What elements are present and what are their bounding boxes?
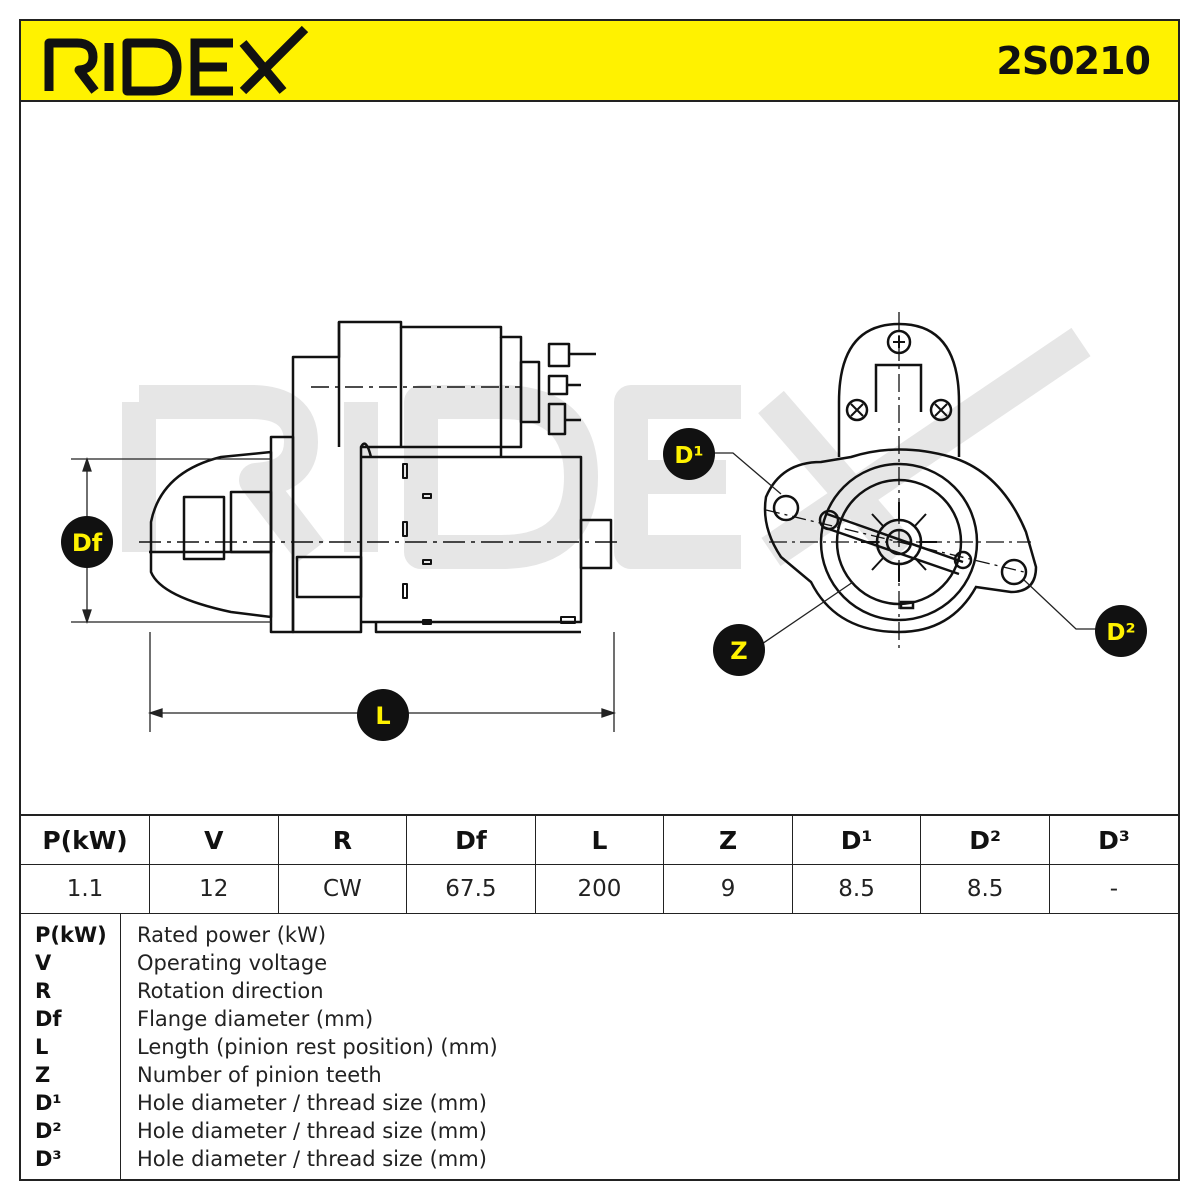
legend-key: P(kW) bbox=[35, 923, 107, 947]
legend-desc: Rotation direction bbox=[137, 979, 324, 1003]
legend-key: L bbox=[35, 1035, 49, 1059]
spec-header-cell: D² bbox=[920, 814, 1050, 865]
legend-desc: Rated power (kW) bbox=[137, 923, 327, 947]
spec-header-cell: P(kW) bbox=[21, 814, 151, 865]
legend-row: R Rotation direction bbox=[21, 979, 1178, 1007]
spec-value-row: 1.1 12 CW 67.5 200 9 8.5 8.5 - bbox=[21, 864, 1178, 914]
legend-row: Z Number of pinion teeth bbox=[21, 1063, 1178, 1091]
legend-desc: Number of pinion teeth bbox=[137, 1063, 382, 1087]
spec-value-cell: 200 bbox=[534, 864, 665, 914]
legend-key: V bbox=[35, 951, 52, 975]
legend-row: L Length (pinion rest position) (mm) bbox=[21, 1035, 1178, 1063]
datasheet: 2S0210 bbox=[19, 19, 1180, 1181]
legend-desc: Hole diameter / thread size (mm) bbox=[137, 1119, 487, 1143]
legend-desc: Operating voltage bbox=[137, 951, 328, 975]
spec-table: P(kW) V R Df L Z D¹ D² D³ 1.1 12 CW 67.5… bbox=[21, 814, 1178, 914]
legend-key: D¹ bbox=[35, 1091, 62, 1115]
legend-key: R bbox=[35, 979, 52, 1003]
spec-value-cell: 12 bbox=[149, 864, 279, 914]
legend-key: Z bbox=[35, 1063, 51, 1087]
legend-desc: Length (pinion rest position) (mm) bbox=[137, 1035, 498, 1059]
legend-row: P(kW) Rated power (kW) bbox=[21, 923, 1178, 951]
spec-header-cell: V bbox=[149, 814, 279, 865]
ridex-logo bbox=[44, 25, 309, 96]
spec-header-cell: Df bbox=[406, 814, 536, 865]
spec-header-cell: Z bbox=[663, 814, 793, 865]
legend-row: Df Flange diameter (mm) bbox=[21, 1007, 1178, 1035]
legend-row: D² Hole diameter / thread size (mm) bbox=[21, 1119, 1178, 1147]
legend-row: D¹ Hole diameter / thread size (mm) bbox=[21, 1091, 1178, 1119]
spec-value-cell: 67.5 bbox=[406, 864, 536, 914]
legend-row: D³ Hole diameter / thread size (mm) bbox=[21, 1147, 1178, 1175]
spec-header-cell: R bbox=[277, 814, 408, 865]
legend-desc: Hole diameter / thread size (mm) bbox=[137, 1147, 487, 1171]
legend: P(kW) Rated power (kW) V Operating volta… bbox=[21, 914, 1178, 1179]
legend-key: D² bbox=[35, 1119, 62, 1143]
legend-divider bbox=[120, 914, 121, 1179]
spec-value-cell: 8.5 bbox=[791, 864, 922, 914]
header-bar: 2S0210 bbox=[21, 21, 1178, 102]
spec-value-cell: CW bbox=[277, 864, 408, 914]
starter-side-view bbox=[139, 320, 621, 634]
part-number: 2S0210 bbox=[996, 39, 1151, 83]
legend-desc: Hole diameter / thread size (mm) bbox=[137, 1091, 487, 1115]
spec-header-cell: D³ bbox=[1048, 814, 1178, 865]
spec-header-cell: D¹ bbox=[791, 814, 922, 865]
spec-value-cell: 9 bbox=[663, 864, 793, 914]
legend-key: Df bbox=[35, 1007, 62, 1031]
legend-desc: Flange diameter (mm) bbox=[137, 1007, 374, 1031]
spec-value-cell: 1.1 bbox=[21, 864, 151, 914]
spec-header-row: P(kW) V R Df L Z D¹ D² D³ bbox=[21, 814, 1178, 865]
technical-drawing: Df L D¹ D² Z bbox=[21, 102, 1178, 814]
spec-header-cell: L bbox=[534, 814, 665, 865]
spec-value-cell: - bbox=[1048, 864, 1178, 914]
spec-value-cell: 8.5 bbox=[920, 864, 1050, 914]
legend-row: V Operating voltage bbox=[21, 951, 1178, 979]
legend-key: D³ bbox=[35, 1147, 62, 1171]
starter-front-view bbox=[763, 312, 1038, 652]
